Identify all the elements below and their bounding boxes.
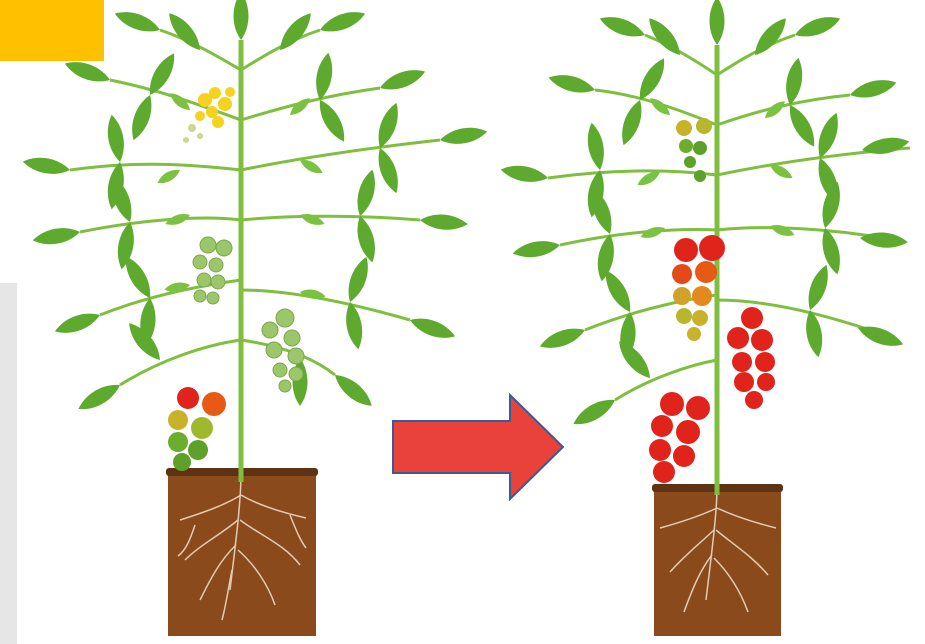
left-ripening-cluster <box>168 387 226 471</box>
flower-icon <box>195 87 235 128</box>
right-ripe-cluster-3 <box>649 392 710 483</box>
right-arrow-icon <box>393 395 563 499</box>
right-plant <box>499 0 910 636</box>
left-green-cluster-1 <box>193 237 232 304</box>
right-ripe-cluster-2 <box>727 307 775 409</box>
left-plant <box>21 0 488 636</box>
